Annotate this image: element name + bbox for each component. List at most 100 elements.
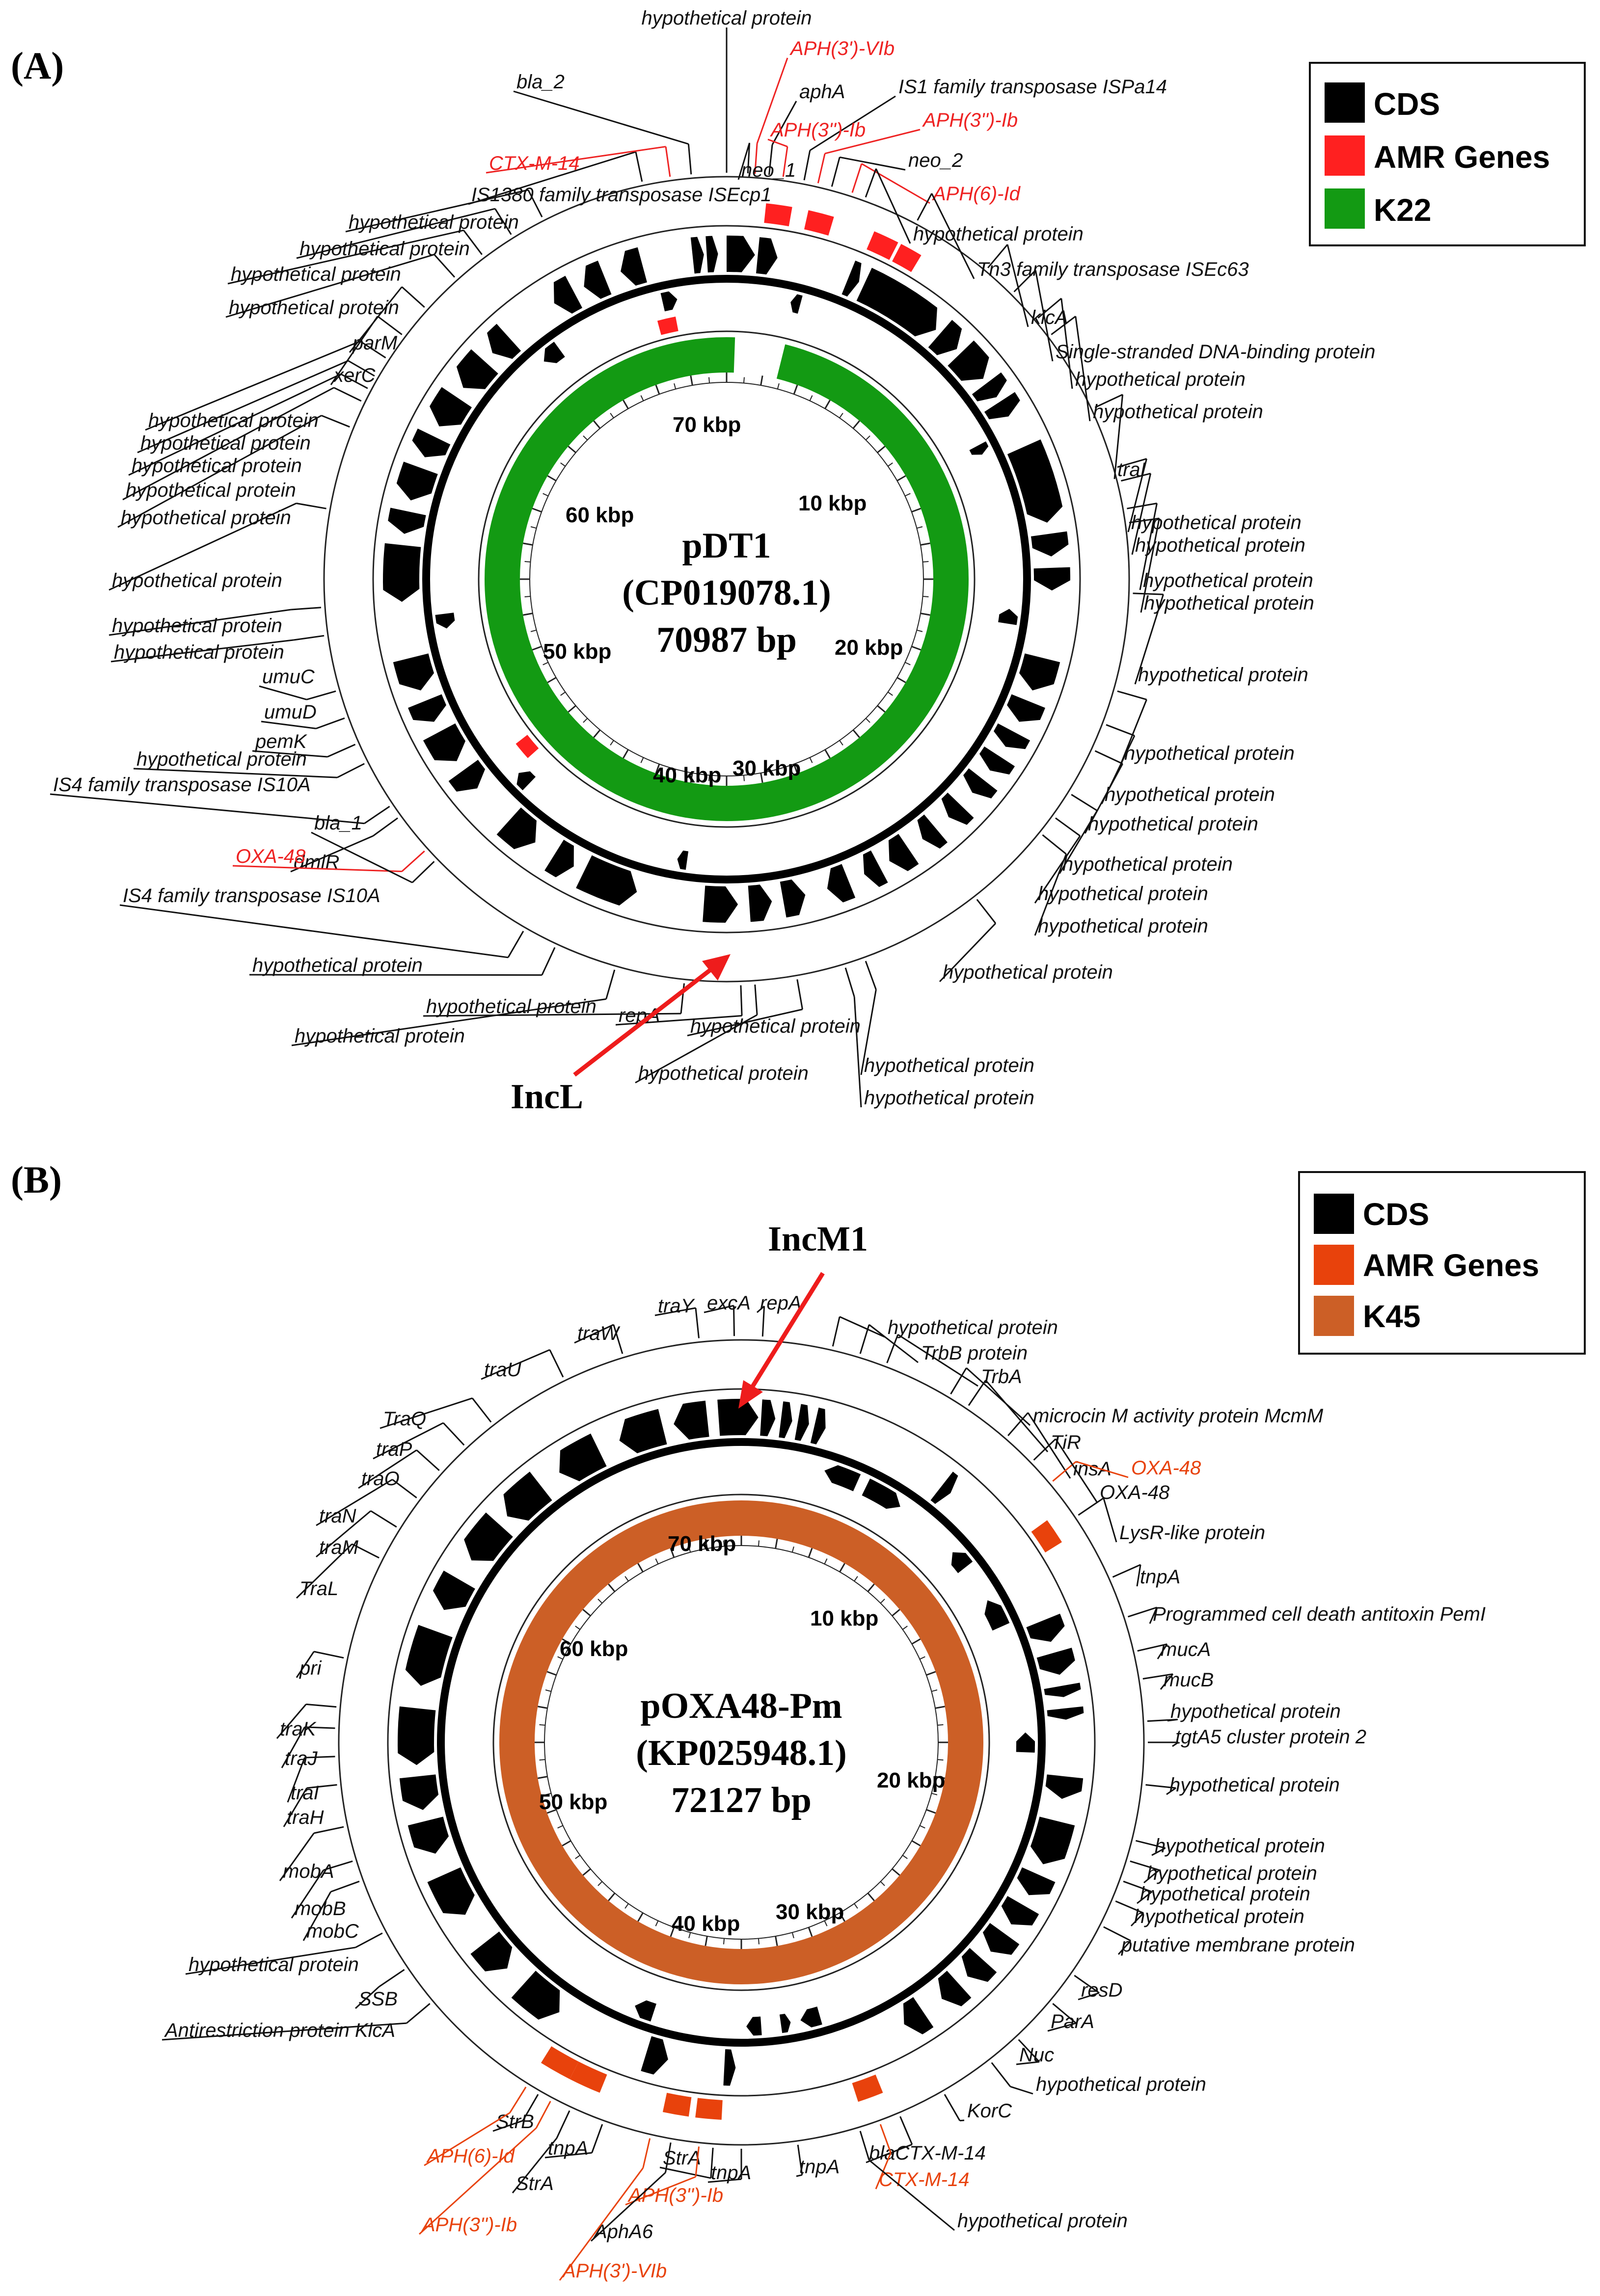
leader-line <box>1076 1461 1129 1478</box>
replicon-label: IncM1 <box>768 1219 868 1258</box>
leader-line <box>756 57 788 144</box>
gene-label: traH <box>287 1807 324 1828</box>
leader-line <box>379 1969 405 1987</box>
cds-arrow <box>1017 1867 1056 1896</box>
gene-label: APH(3'')-Ib <box>922 109 1018 131</box>
cds-arrow <box>619 1409 667 1453</box>
tick-mark <box>892 1868 900 1876</box>
leader-line <box>824 129 921 155</box>
tick-mark <box>902 1855 908 1859</box>
cds-arrow <box>470 1931 513 1972</box>
tick-mark <box>655 384 660 395</box>
leader-line <box>868 1324 919 1363</box>
leader-line <box>290 835 374 873</box>
tick-mark <box>583 435 588 441</box>
tick-mark <box>568 705 576 713</box>
gene-label: OXA-48 <box>1100 1482 1170 1503</box>
tick-label: 20 kbp <box>877 1768 945 1792</box>
leader-line <box>1142 1673 1173 1680</box>
tick-mark <box>931 1792 938 1795</box>
tick-mark <box>887 462 893 467</box>
cds-arrow <box>824 1465 861 1492</box>
leader-line <box>1133 592 1164 595</box>
tick-mark <box>624 1576 629 1582</box>
leader-line <box>108 503 297 591</box>
gene-label: traY <box>658 1295 696 1317</box>
gene-label: parM <box>352 332 398 354</box>
tick-mark <box>670 1548 675 1558</box>
leader-line <box>809 95 896 151</box>
gene-label: hypothetical protein <box>1144 592 1314 614</box>
leader-line <box>1006 244 1029 327</box>
tick-mark <box>610 413 614 419</box>
gene-label: hypothetical protein <box>1143 570 1313 591</box>
tick-mark <box>911 1638 921 1645</box>
cds-arrow <box>717 1399 759 1436</box>
cds-arrow <box>951 1552 973 1574</box>
leader-line <box>1075 316 1091 422</box>
tick-mark <box>637 1912 644 1922</box>
leader-line <box>261 721 316 729</box>
tick-mark <box>887 692 893 696</box>
leader-line <box>321 415 350 428</box>
cds-arrow <box>972 372 1007 401</box>
leader-line <box>314 1826 344 1834</box>
gene-label: IS4 family transposase IS10A <box>53 774 311 796</box>
leader-line <box>757 1306 765 1313</box>
accession-number: (KP025948.1) <box>636 1733 847 1773</box>
tick-mark <box>926 1809 936 1814</box>
leader-line <box>968 1380 986 1406</box>
leader-line <box>1047 2022 1077 2032</box>
gene-label: APH(3')-VIb <box>789 38 895 59</box>
cds-arrow <box>511 1971 560 2020</box>
gene-label: xerC <box>333 365 376 386</box>
gene-label: pemK <box>255 731 308 752</box>
tick-mark <box>793 384 798 395</box>
leader-line <box>754 984 758 1015</box>
gene-label: IS4 family transposase IS10A <box>123 885 380 907</box>
cds-arrow <box>984 1600 1010 1631</box>
gene-label: hypothetical protein <box>1147 1863 1317 1884</box>
tick-mark <box>824 1558 828 1564</box>
gene-label: hypothetical protein <box>1093 401 1263 423</box>
gene-label: APH(3'')-Ib <box>627 2185 723 2206</box>
leader-line <box>401 286 425 308</box>
tick-mark <box>542 662 548 666</box>
tick-label: 70 kbp <box>673 413 741 437</box>
tick-mark <box>538 1706 548 1709</box>
cds-arrow <box>456 349 498 389</box>
leader-line <box>401 850 425 872</box>
cds-arrow <box>423 723 465 761</box>
gene-label: StrB <box>496 2111 534 2133</box>
legend-swatch-cds <box>1325 82 1365 123</box>
cds-arrow <box>998 609 1018 625</box>
tick-mark <box>674 769 677 775</box>
tick-mark <box>777 769 780 775</box>
leader-line <box>306 1703 337 1708</box>
leader-line <box>348 360 375 377</box>
cds-arrow <box>723 2049 736 2086</box>
leader-line <box>707 2178 742 2183</box>
leader-line <box>1145 1784 1176 1789</box>
tick-mark <box>547 677 557 683</box>
tick-mark <box>824 749 831 759</box>
tick-mark <box>532 645 542 651</box>
tick-mark <box>926 1671 936 1676</box>
arrow-head <box>738 1380 763 1409</box>
tick-label: 10 kbp <box>810 1606 878 1630</box>
leader-line <box>991 2062 1011 2087</box>
leader-line <box>1055 817 1081 837</box>
cds-arrow <box>1033 567 1070 591</box>
tick-mark <box>791 1932 794 1939</box>
gene-label: traM <box>319 1537 359 1558</box>
leader-line <box>527 189 543 217</box>
leader-line <box>1103 1926 1131 1942</box>
gene-label: KorC <box>967 2100 1012 2122</box>
gene-label: tnpA <box>1140 1566 1180 1588</box>
leader-line <box>771 101 797 145</box>
leader-line <box>897 1334 978 1387</box>
gene-label: traN <box>319 1505 356 1527</box>
cds-arrow <box>748 884 772 922</box>
replicon-arrow-incm1: IncM1 <box>738 1219 868 1409</box>
leader-line <box>145 340 361 431</box>
